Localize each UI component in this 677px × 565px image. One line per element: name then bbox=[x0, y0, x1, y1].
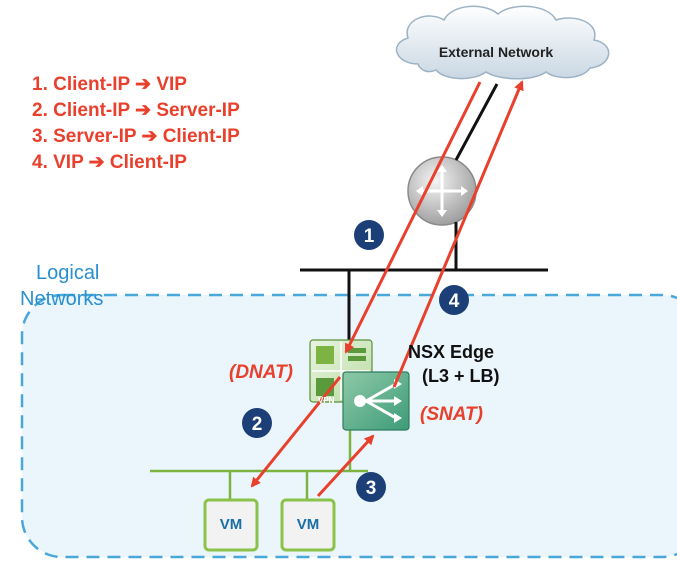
snat-label: (SNAT) bbox=[420, 404, 483, 425]
step-badge-2: 2 bbox=[242, 408, 272, 438]
vpn-label: VPN bbox=[318, 396, 335, 405]
cloud-label: External Network bbox=[438, 44, 554, 60]
step-badge-3: 3 bbox=[356, 472, 386, 502]
flow-step-4: 4. VIP ➔ Client-IP bbox=[32, 152, 187, 173]
step-badge-4-number: 4 bbox=[449, 291, 460, 312]
flow-arrows bbox=[250, 80, 524, 498]
step-badge-1-number: 1 bbox=[364, 226, 375, 247]
flow-arrow-4 bbox=[392, 80, 524, 388]
step-badge-4: 4 bbox=[439, 285, 469, 315]
flow-step-1: 1. Client-IP ➔ VIP bbox=[32, 74, 187, 95]
router-icon bbox=[407, 156, 477, 226]
vm-box-2 bbox=[280, 498, 336, 552]
vm-label-2: VM bbox=[296, 516, 320, 533]
zone-label-line1: Logical bbox=[36, 262, 100, 284]
vm-label-1: VM bbox=[219, 516, 243, 533]
vm-box-1 bbox=[203, 498, 259, 552]
cloud-icon bbox=[395, 5, 610, 80]
step-badge-3-number: 3 bbox=[366, 478, 377, 499]
flow-arrow-2 bbox=[250, 376, 342, 488]
physical-links bbox=[300, 83, 548, 342]
flow-step-3: 3. Server-IP ➔ Client-IP bbox=[32, 126, 240, 147]
flow-arrow-1 bbox=[344, 81, 482, 354]
step-badge-1: 1 bbox=[354, 220, 384, 250]
nsx-edge-icon bbox=[309, 339, 410, 431]
flow-step-2: 2. Client-IP ➔ Server-IP bbox=[32, 100, 240, 121]
flow-arrow-3 bbox=[316, 434, 375, 498]
zone-label-line2: Networks bbox=[20, 288, 104, 310]
dnat-label: (DNAT) bbox=[229, 362, 294, 383]
step-badge-2-number: 2 bbox=[252, 414, 263, 435]
edge-label-line1: NSX Edge bbox=[408, 342, 495, 362]
edge-label-line2: (L3 + LB) bbox=[422, 366, 500, 386]
